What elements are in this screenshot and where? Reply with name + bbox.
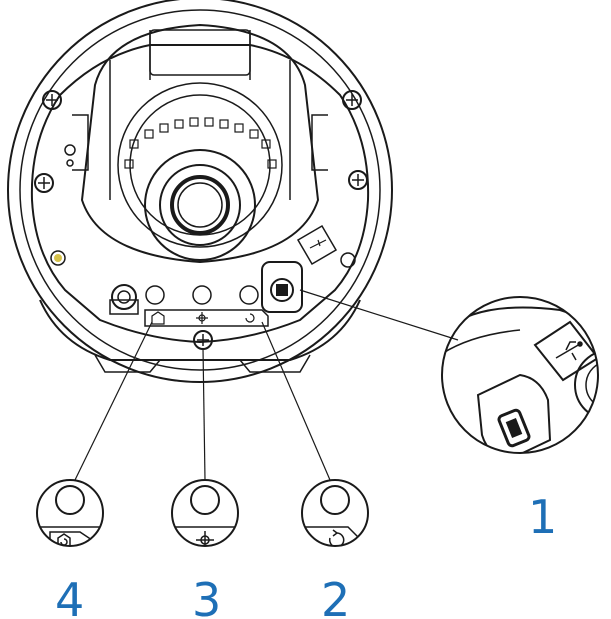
- zoom-usb-port: [497, 408, 531, 448]
- strip-focus-icon: [196, 312, 208, 324]
- gear-ring: [117, 82, 283, 248]
- screw-right: [348, 170, 368, 190]
- screw-bottom-center: [193, 330, 213, 350]
- callout-number-3: 3: [192, 573, 221, 619]
- housing-skirt: [39, 299, 361, 361]
- strip-reboot-icon: [245, 313, 255, 323]
- reboot-icon: [328, 529, 345, 546]
- factory-reset-icon: [57, 533, 71, 546]
- base-plate: [30, 44, 370, 344]
- gear-teeth: [124, 117, 277, 169]
- usb-zoom-detail: [299, 289, 599, 454]
- button-label-strip: [144, 309, 269, 327]
- usb-port-body: [261, 224, 338, 313]
- leader-lines: [74, 321, 331, 481]
- housing-inner-ring: [19, 9, 381, 371]
- callout-number-1: 1: [528, 490, 557, 544]
- callout-focus: [171, 479, 239, 547]
- button-focus: [192, 285, 212, 305]
- usb-icon: [555, 341, 583, 361]
- housing-outer-ring: [7, 0, 393, 383]
- callout-factory-reset: [36, 479, 104, 547]
- callout-reboot: [301, 479, 369, 547]
- cable-gland: [109, 284, 139, 315]
- zoom-usb-tab: [533, 320, 598, 382]
- mount-hole-left: [50, 250, 66, 266]
- zoom-usb-port-housing: [476, 373, 552, 453]
- lens-middle: [159, 164, 241, 246]
- lens-glass: [170, 175, 230, 235]
- mount-hole-right: [340, 252, 356, 268]
- button-factory-reset: [145, 285, 165, 305]
- screw-top-left: [42, 90, 62, 110]
- callout-number-4: 4: [55, 573, 84, 619]
- button-reboot: [239, 285, 259, 305]
- zoom-circle: [441, 296, 599, 454]
- strip-factory-reset-icon: [151, 311, 165, 325]
- camera-body: [7, 0, 393, 383]
- callout-number-2: 2: [321, 573, 350, 619]
- screw-top-right: [342, 90, 362, 110]
- focus-crosshair-icon: [196, 531, 214, 546]
- lens-outer: [144, 149, 256, 261]
- screw-left: [34, 173, 54, 193]
